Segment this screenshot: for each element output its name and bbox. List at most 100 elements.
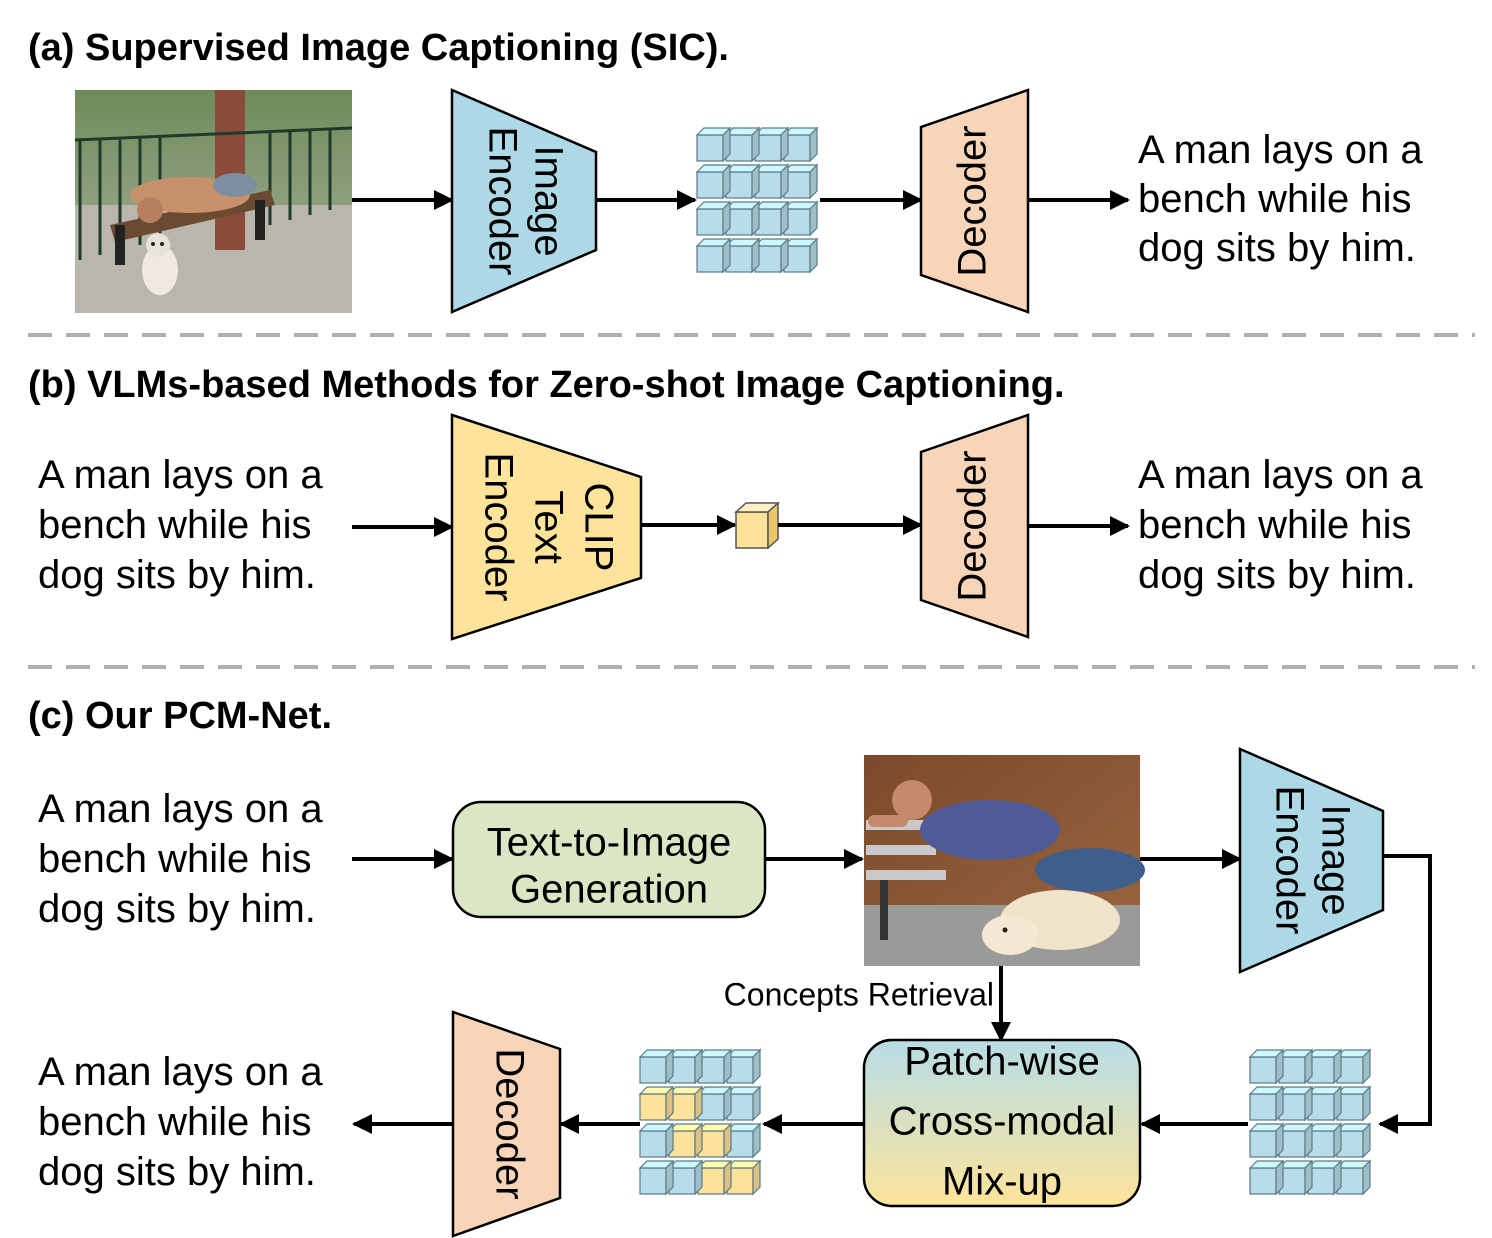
image-encoder-a: [450, 88, 598, 314]
svg-text:bench while his: bench while his: [1138, 503, 1412, 547]
patch-feature-grid-a: [695, 126, 819, 274]
image-patch-cube: [1277, 1159, 1314, 1196]
image-patch-cube: [782, 200, 819, 237]
svg-text:bench while his: bench while his: [38, 837, 312, 881]
image-patch-cube: [1248, 1048, 1285, 1085]
output-caption-a: A man lays on a bench while his dog sits…: [1138, 128, 1423, 270]
image-patch-cube: [1306, 1159, 1343, 1196]
clip-text-encoder: [450, 413, 643, 641]
image-patch-cube: [782, 126, 819, 163]
image-patch-cube: [724, 237, 761, 274]
patch-feature-grid-c: [1248, 1048, 1372, 1196]
text-patch-cube: [725, 1159, 762, 1196]
svg-text:Decoder: Decoder: [951, 125, 995, 276]
image-patch-cube: [724, 163, 761, 200]
mixup-label-2: Cross-modal: [889, 1100, 1116, 1144]
image-patch-cube: [1306, 1122, 1343, 1159]
output-caption-c: A man lays on a bench while his dog sits…: [38, 1050, 323, 1194]
svg-text:Encoder: Encoder: [480, 127, 524, 276]
decoder-c-label: Decoder: [487, 1048, 531, 1199]
image-patch-cube: [1248, 1085, 1285, 1122]
image-patch-cube: [725, 1085, 762, 1122]
image-patch-cube: [724, 126, 761, 163]
svg-text:CLIP: CLIP: [576, 483, 620, 572]
output-caption-b: A man lays on a bench while his dog sits…: [1138, 453, 1423, 597]
svg-text:A man lays on a: A man lays on a: [38, 787, 323, 831]
svg-text:A man lays on a: A man lays on a: [38, 453, 323, 497]
svg-text:A man lays on a: A man lays on a: [1138, 453, 1423, 497]
text-patch-cube: [667, 1122, 704, 1159]
svg-text:Image: Image: [1313, 804, 1357, 915]
clip-text-encoder-label: CLIP Text Encoder: [476, 453, 620, 602]
concepts-retrieval-label: Concepts Retrieval: [724, 976, 994, 1012]
text-embedding-cube: [734, 501, 780, 550]
svg-text:Image: Image: [526, 145, 570, 256]
image-patch-cube: [1335, 1122, 1372, 1159]
svg-text:dog sits by him.: dog sits by him.: [38, 553, 316, 597]
t2i-label-1: Text-to-Image: [487, 821, 732, 865]
image-patch-cube: [1306, 1085, 1343, 1122]
svg-text:Encoder: Encoder: [1267, 786, 1311, 935]
input-caption-c: A man lays on a bench while his dog sits…: [38, 787, 323, 931]
image-patch-cube: [1248, 1159, 1285, 1196]
mixed-patch-feature-grid: [638, 1048, 762, 1196]
image-patch-cube: [1277, 1048, 1314, 1085]
image-patch-cube: [1335, 1159, 1372, 1196]
image-patch-cube: [1277, 1122, 1314, 1159]
section-b-title: (b) VLMs-based Methods for Zero-shot Ima…: [28, 364, 1065, 406]
svg-text:Decoder: Decoder: [951, 450, 995, 601]
image-encoder-c: [1238, 747, 1385, 974]
image-patch-cube: [696, 1048, 733, 1085]
text-patch-cube: [638, 1085, 675, 1122]
decoder-c: [451, 1010, 562, 1238]
image-patch-cube: [695, 237, 732, 274]
svg-text:A man lays on a: A man lays on a: [1138, 128, 1423, 172]
image-encoder-c-label: Image Encoder: [1267, 786, 1357, 935]
generated-image: [864, 755, 1145, 966]
image-patch-cube: [753, 237, 790, 274]
svg-text:bench while his: bench while his: [38, 503, 312, 547]
text-patch-cube: [696, 1159, 733, 1196]
image-patch-cube: [753, 163, 790, 200]
text-patch-cube: [667, 1085, 704, 1122]
image-encoder-a-label: Image Encoder: [480, 127, 570, 276]
svg-text:A man lays on a: A man lays on a: [38, 1050, 323, 1094]
mixup-label-1: Patch-wise: [904, 1040, 1100, 1084]
section-a-title: (a) Supervised Image Captioning (SIC).: [28, 27, 729, 69]
mixup-label-3: Mix-up: [942, 1160, 1062, 1204]
image-patch-cube: [696, 1085, 733, 1122]
decoder-a-label: Decoder: [951, 125, 995, 276]
image-patch-cube: [667, 1048, 704, 1085]
svg-text:Encoder: Encoder: [476, 453, 520, 602]
section-c-title: (c) Our PCM-Net.: [28, 695, 332, 737]
image-patch-cube: [1248, 1122, 1285, 1159]
decoder-a: [919, 88, 1030, 314]
image-patch-cube: [1335, 1048, 1372, 1085]
image-patch-cube: [638, 1122, 675, 1159]
image-patch-cube: [1335, 1085, 1372, 1122]
svg-text:dog sits by him.: dog sits by him.: [38, 887, 316, 931]
image-patch-cube: [638, 1048, 675, 1085]
svg-text:bench while his: bench while his: [38, 1100, 312, 1144]
svg-text:dog sits by him.: dog sits by him.: [1138, 553, 1416, 597]
svg-text:Decoder: Decoder: [487, 1048, 531, 1199]
image-patch-cube: [724, 200, 761, 237]
image-patch-cube: [1277, 1085, 1314, 1122]
t2i-label-2: Generation: [510, 868, 708, 912]
svg-text:dog sits by him.: dog sits by him.: [38, 1150, 316, 1194]
decoder-b-label: Decoder: [951, 450, 995, 601]
photo-man-on-bench: [74, 90, 353, 313]
image-patch-cube: [695, 163, 732, 200]
svg-text:dog sits by him.: dog sits by him.: [1138, 226, 1416, 270]
image-patch-cube: [782, 237, 819, 274]
image-patch-cube: [638, 1159, 675, 1196]
image-patch-cube: [695, 126, 732, 163]
svg-text:Text: Text: [526, 490, 570, 563]
image-patch-cube: [753, 200, 790, 237]
image-patch-cube: [667, 1159, 704, 1196]
svg-text:bench while his: bench while his: [1138, 177, 1412, 221]
image-patch-cube: [725, 1122, 762, 1159]
image-patch-cube: [1306, 1048, 1343, 1085]
decoder-b: [919, 413, 1030, 639]
